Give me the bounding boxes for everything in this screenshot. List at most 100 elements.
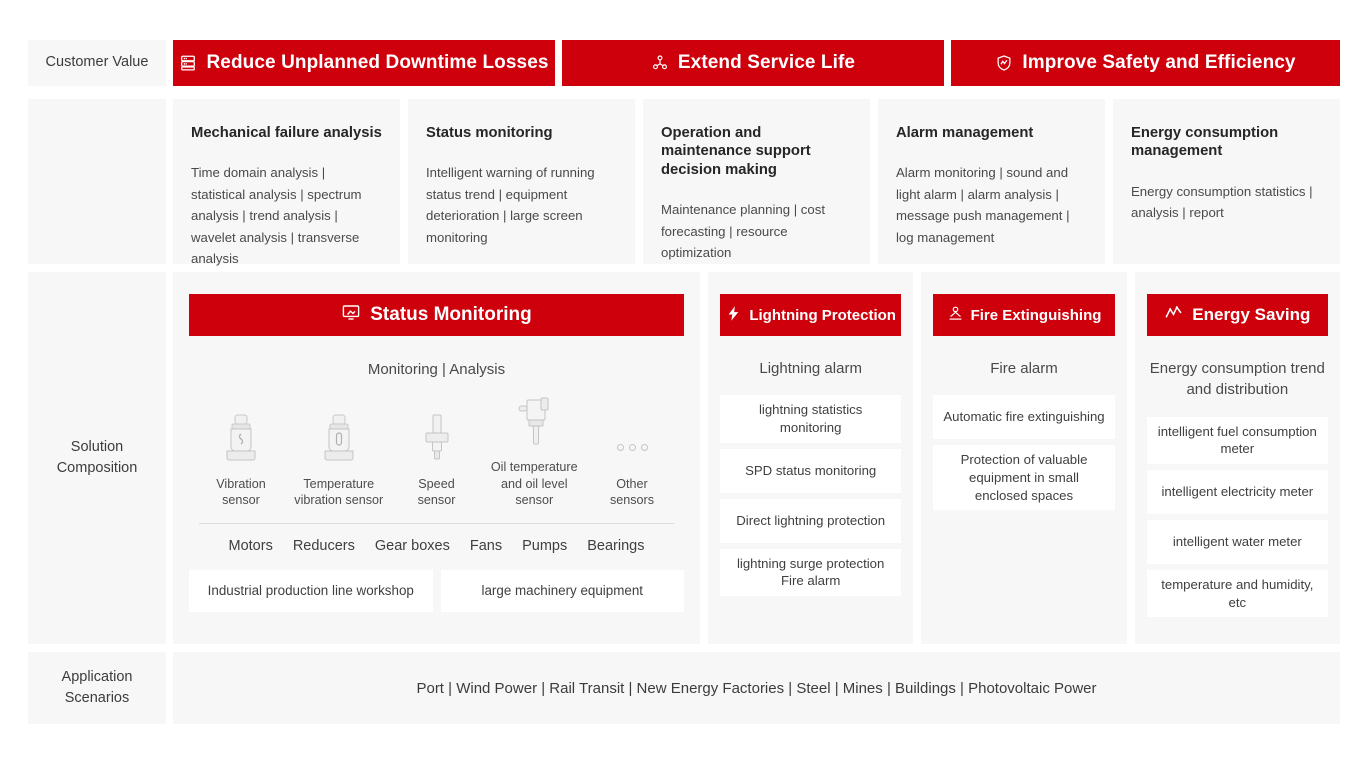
banner-label: Extend Service Life [677,52,856,73]
banner-reduce-downtime[interactable]: Reduce Unplanned Downtime Losses [173,40,555,86]
equipment-item: Gear boxes [374,537,450,554]
chip-direct-lightning-protection[interactable]: Direct lightning protection [720,498,902,543]
ellipsis-icon [616,411,648,469]
dot [628,443,636,451]
column-subtitle: Fire alarm [990,360,1058,377]
vibration-sensor-icon [218,411,264,469]
banner-label: Improve Safety and Efficiency [1022,52,1296,73]
feature-card-energy-consumption-management[interactable]: Energy consumption management Energy con… [1113,99,1340,264]
chip-temperature-humidity[interactable]: temperature and humidity, etc [1146,569,1328,618]
application-scenarios-bar: Port | Wind Power | Rail Transit | New E… [173,652,1340,724]
sensor-caption: Other sensors [610,476,654,509]
chip-intelligent-fuel-consumption-meter[interactable]: intelligent fuel consumption meter [1146,416,1328,464]
caption-line2: sensors [609,493,655,508]
card-title: Operation and maintenance support decisi… [661,125,811,178]
server-rack-icon [179,54,197,72]
solution-panels-wrap: Status Monitoring Monitoring | Analysis [173,272,1340,644]
panel-energy-saving: Energy Saving Energy consumption trend a… [1134,272,1340,644]
card-body: Time domain analysis | statistical analy… [191,165,362,266]
sensor-caption: Vibration sensor [216,476,265,509]
gear-node-icon [651,54,669,72]
equipment-item: Pumps [522,537,568,554]
equipment-list: Motors Reducers Gear boxes Fans Pumps Be… [189,538,684,554]
scope-box-large-machinery[interactable]: large machinery equipment [440,569,684,612]
card-body: Energy consumption statistics | analysis… [1131,183,1313,221]
equipment-item: Fans [469,537,503,554]
panel-status-monitoring: Status Monitoring Monitoring | Analysis [173,272,700,644]
card-body: Intelligent warning of running status tr… [426,165,595,245]
caption-line2: and oil level sensor [500,476,568,508]
sensor-item-vibration[interactable]: Vibration sensor [193,411,289,509]
section-title: Fire Extinguishing [970,306,1102,324]
chip-automatic-fire-extinguishing[interactable]: Automatic fire extinguishing [933,395,1115,440]
dot [640,443,648,451]
feature-cards-wrap: Mechanical failure analysis Time domain … [173,99,1340,266]
scope-box-industrial-workshop[interactable]: Industrial production line workshop [189,569,433,612]
feature-cards-row: Mechanical failure analysis Time domain … [28,99,1340,266]
card-title: Mechanical failure analysis [191,125,382,141]
caption-line1: Temperature [303,476,375,491]
speed-sensor-icon [414,411,460,469]
sensor-item-speed[interactable]: Speed sensor [389,411,485,509]
sensor-caption: Speed sensor [418,476,456,509]
banner-extend-service-life[interactable]: Extend Service Life [562,40,944,86]
sensor-caption: Temperature vibration sensor [294,476,383,509]
equipment-item: Motors [228,537,273,554]
panel-lightning-protection: Lightning Protection Lightning alarm lig… [708,272,914,644]
chip-spd-status-monitoring[interactable]: SPD status monitoring [720,448,902,493]
divider [199,522,674,524]
banner-label: Reduce Unplanned Downtime Losses [206,52,549,73]
row-label-line1: Solution [70,438,124,455]
temperature-vibration-sensor-icon [316,411,362,469]
chip-lightning-surge-protection[interactable]: lightning surge protection Fire alarm [720,548,902,597]
caption-line1: Speed [418,476,455,491]
feature-card-alarm-management[interactable]: Alarm management Alarm monitoring | soun… [878,99,1105,264]
spacer [166,40,173,86]
section-header-lightning-protection[interactable]: Lightning Protection [720,294,902,336]
chip-protection-valuable-equipment[interactable]: Protection of valuable equipment in smal… [933,445,1115,511]
feature-card-mechanical-failure-analysis[interactable]: Mechanical failure analysis Time domain … [173,99,400,266]
customer-value-row: Customer Value Reduce Unplanned Downtime… [28,40,1340,86]
spacer [166,272,173,644]
spacer [166,652,173,724]
section-header-energy-saving[interactable]: Energy Saving [1146,294,1328,336]
banner-improve-safety[interactable]: Improve Safety and Efficiency [951,40,1340,86]
row-label-line1: Application [61,668,133,685]
chip-list: lightning statistics monitoring SPD stat… [720,395,902,597]
sensor-list: Vibration sensor [189,394,684,509]
caption-line2: sensor [222,493,260,508]
sensor-item-other[interactable]: Other sensors [584,411,680,509]
trend-line-icon [1164,303,1183,327]
feature-card-status-monitoring[interactable]: Status monitoring Intelligent warning of… [408,99,635,264]
section-title: Lightning Protection [749,306,896,324]
oil-sensor-icon [507,394,561,452]
row-label-application-scenarios: Application Scenarios [28,652,166,724]
feature-card-om-support-decision[interactable]: Operation and maintenance support decisi… [643,99,870,264]
spacer [555,40,562,86]
sensor-item-oil-temperature-level[interactable]: Oil temperature and oil level sensor [486,394,582,509]
section-header-fire-extinguishing[interactable]: Fire Extinguishing [933,294,1115,336]
row-label-customer-value: Customer Value [28,40,166,86]
spacer [28,644,1340,652]
chip-lightning-statistics-monitoring[interactable]: lightning statistics monitoring [720,395,902,443]
card-title: Energy consumption management [1131,125,1279,160]
sensor-item-temperature-vibration[interactable]: Temperature vibration sensor [291,411,387,509]
chip-intelligent-electricity-meter[interactable]: intelligent electricity meter [1146,469,1328,514]
card-body: Alarm monitoring | sound and light alarm… [896,165,1070,245]
equipment-item: Bearings [587,537,645,554]
spacer [28,86,1340,99]
caption-line2: vibration sensor [294,493,384,508]
row-label-blank [28,99,166,264]
spacer [944,40,951,86]
chip-intelligent-water-meter[interactable]: intelligent water meter [1146,519,1328,564]
monitor-screen-icon [341,302,361,328]
sensor-caption: Oil temperature and oil level sensor [486,459,582,509]
section-title: Energy Saving [1192,305,1311,324]
column-subtitle: Energy consumption trend and distributio… [1149,360,1325,399]
status-monitoring-subtitle: Monitoring | Analysis [367,361,506,378]
equipment-item: Reducers [292,537,355,554]
lightning-bolt-icon [725,305,742,326]
row-label-line2: Scenarios [64,690,130,706]
section-header-status-monitoring[interactable]: Status Monitoring [189,294,684,336]
